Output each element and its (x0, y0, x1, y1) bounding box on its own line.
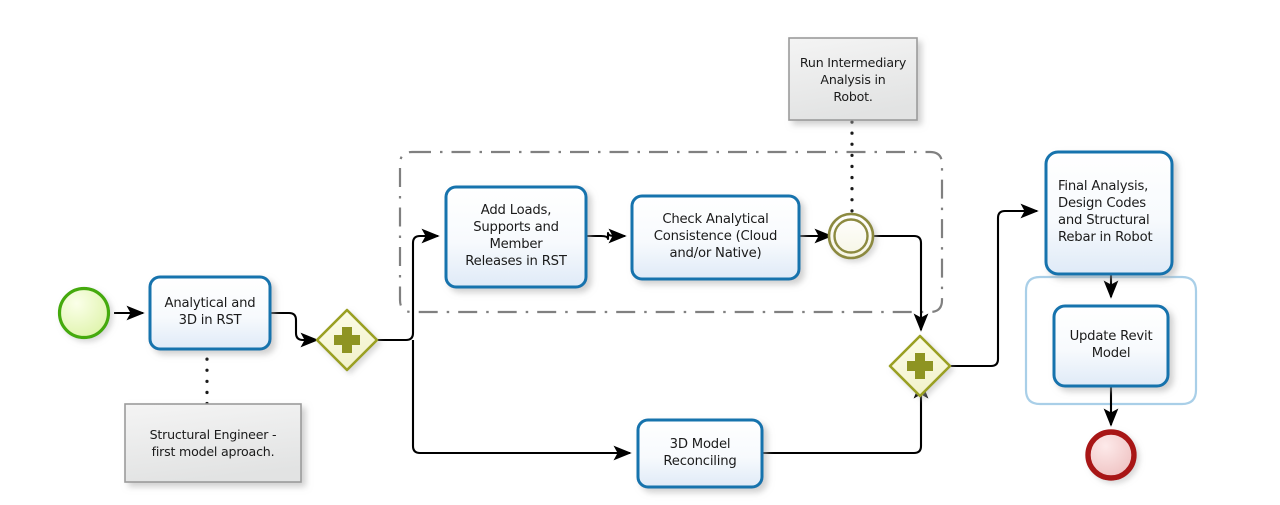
flow-gateway1-to-3dmodel (411, 340, 632, 461)
flow-3dmodel-to-gateway2 (763, 380, 929, 455)
start-event[interactable] (57, 286, 111, 340)
annotation-run-intermediary[interactable] (788, 37, 918, 121)
intermediate-event-hit[interactable] (829, 214, 873, 258)
flow-gateway2-to-final (950, 203, 1039, 368)
group-analysis-loop (398, 150, 944, 314)
end-event-hit[interactable] (1088, 432, 1134, 478)
gateway-1[interactable] (315, 308, 379, 372)
gateway-2[interactable] (888, 334, 952, 398)
task-check-analytical[interactable] (630, 194, 801, 281)
intermediate-event[interactable] (827, 212, 875, 260)
task-update-revit-model[interactable] (1052, 304, 1170, 388)
flow-addloads-to-check (587, 228, 627, 244)
parallel-plus-icon (334, 327, 360, 353)
parallel-plus-icon (907, 353, 933, 379)
gateway-1-hit[interactable] (317, 310, 377, 370)
gateway-2-hit[interactable] (890, 336, 950, 396)
flow-analytical-to-gateway1 (271, 311, 319, 348)
task-3d-model-reconciling[interactable] (636, 418, 764, 489)
task-analytical-3d-rst[interactable] (148, 275, 272, 351)
flow-gateway1-to-addloads (376, 228, 440, 342)
annotation-structural-engineer[interactable] (124, 403, 302, 483)
association-lines (205, 120, 854, 406)
flow-intermediate-to-gateway2 (874, 234, 929, 332)
subprocess-revit-update (1024, 275, 1198, 406)
connectors (114, 203, 1119, 461)
start-event-hit[interactable] (59, 288, 109, 338)
end-event[interactable] (1085, 429, 1137, 481)
task-final-analysis[interactable] (1044, 150, 1174, 276)
task-add-loads[interactable] (444, 185, 588, 289)
